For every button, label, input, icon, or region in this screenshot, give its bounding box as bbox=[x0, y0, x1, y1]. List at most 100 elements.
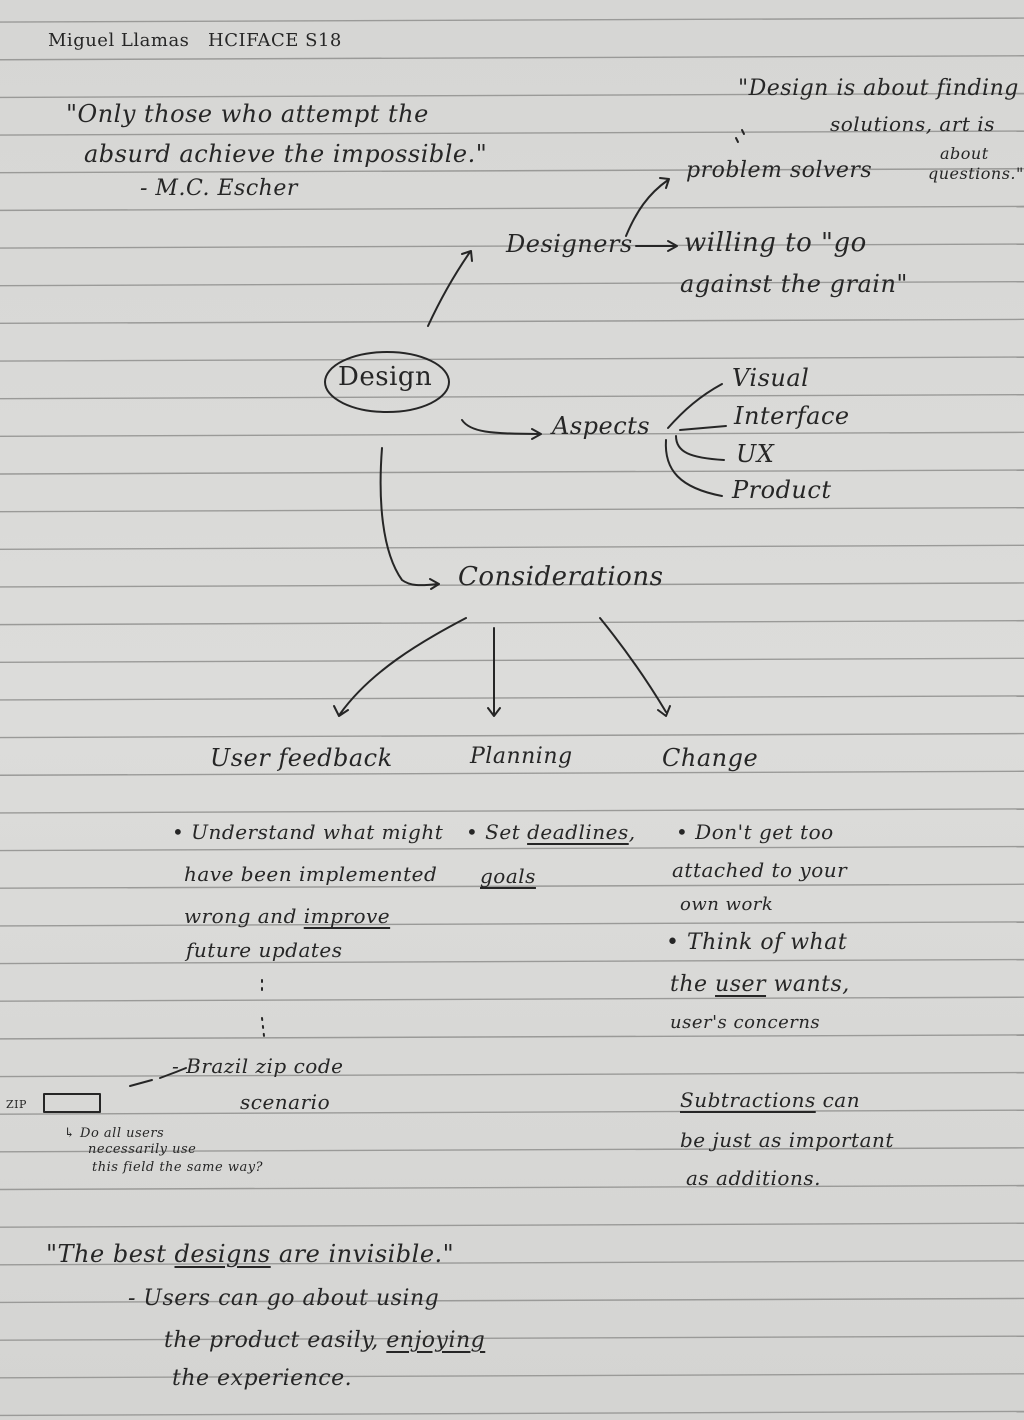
planning-note-line1: • Set deadlines, bbox=[466, 820, 636, 844]
aspect-product: Product bbox=[732, 476, 832, 504]
design-bubble bbox=[324, 351, 450, 413]
designers-trait-against-grain-line1: willing to "go bbox=[684, 228, 867, 258]
invisible-quote-line4: the experience. bbox=[172, 1366, 353, 1391]
zip-dashed-connector bbox=[129, 1067, 187, 1087]
ruled-line bbox=[0, 770, 1024, 776]
ruled-line bbox=[0, 506, 1024, 513]
arrow-design-to-aspects bbox=[461, 419, 542, 440]
ruled-line bbox=[0, 921, 1024, 927]
invisible-quote-line2: - Users can go about using bbox=[128, 1286, 440, 1311]
user-feedback-note-line1: • Understand what might bbox=[172, 820, 444, 844]
user-feedback-title: User feedback bbox=[210, 744, 393, 772]
arrow-design-to-designers bbox=[427, 250, 473, 327]
ruled-line bbox=[0, 695, 1024, 701]
aspects-bracket bbox=[664, 383, 727, 497]
change-note1-line3: own work bbox=[680, 894, 774, 915]
ruled-line bbox=[0, 1109, 1024, 1115]
change-note2-line3: user's concerns bbox=[670, 1012, 821, 1033]
arrow-designers-to-problem-solvers bbox=[625, 177, 670, 237]
ruled-line bbox=[0, 883, 1024, 889]
designers-trait-against-grain-line2: against the grain" bbox=[680, 270, 908, 298]
zip-question-line2: necessarily use bbox=[88, 1142, 197, 1157]
aspect-visual: Visual bbox=[732, 364, 810, 392]
aspects-label: Aspects bbox=[552, 412, 651, 440]
ruled-line bbox=[0, 1297, 1024, 1304]
arrow-to-user-feedback bbox=[333, 617, 467, 717]
ruled-line bbox=[0, 130, 1024, 136]
ruled-line bbox=[0, 205, 1024, 212]
ruled-line bbox=[0, 996, 1024, 1002]
change-note2-line1: • Think of what bbox=[666, 930, 848, 955]
quote-tick-marks bbox=[735, 129, 745, 143]
arrow-designers-to-willing bbox=[635, 240, 678, 252]
arrow-to-change bbox=[599, 617, 671, 717]
ruled-line bbox=[0, 393, 1024, 400]
invisible-quote-line1: "The best designs are invisible." bbox=[46, 1240, 455, 1268]
ruled-line bbox=[0, 657, 1024, 663]
ruled-line bbox=[0, 845, 1024, 852]
ruled-line bbox=[0, 808, 1024, 814]
ruled-line bbox=[0, 356, 1024, 362]
zip-question-line3: this field the same way? bbox=[92, 1160, 264, 1175]
invisible-quote-line3: the product easily, enjoying bbox=[164, 1328, 486, 1353]
ruled-line bbox=[0, 1147, 1024, 1153]
aspect-interface: Interface bbox=[734, 402, 850, 430]
ruled-line bbox=[0, 243, 1024, 249]
ruled-line bbox=[0, 55, 1024, 61]
ruled-line bbox=[0, 582, 1024, 588]
author-name: Miguel Llamas bbox=[48, 30, 190, 51]
ruled-line bbox=[0, 958, 1024, 965]
ruled-line bbox=[0, 619, 1024, 626]
change-note1-line1: • Don't get too bbox=[676, 820, 834, 844]
design-art-quote-line2: solutions, art is bbox=[830, 112, 995, 136]
design-art-quote-line1: "Design is about finding bbox=[738, 76, 1019, 101]
change-title: Change bbox=[662, 744, 759, 772]
user-feedback-note-line4: future updates bbox=[186, 938, 343, 962]
zip-field-box bbox=[43, 1093, 101, 1113]
design-art-quote-line4: questions." bbox=[928, 164, 1024, 183]
zip-question-line1: ↳ Do all users bbox=[64, 1126, 165, 1141]
considerations-label: Considerations bbox=[458, 562, 664, 592]
design-center-label: Design bbox=[338, 362, 433, 392]
ruled-line bbox=[0, 469, 1024, 475]
brazil-zip-line2: scenario bbox=[240, 1090, 331, 1114]
designers-trait-problem-solvers: problem solvers bbox=[686, 158, 873, 183]
zip-field-label: ZIP bbox=[6, 1098, 27, 1111]
ruled-line bbox=[0, 1373, 1024, 1379]
ruled-line bbox=[0, 1034, 1024, 1040]
arrow-design-to-considerations bbox=[379, 447, 440, 590]
user-feedback-note-line2: have been implemented bbox=[184, 862, 438, 886]
ruled-line bbox=[0, 281, 1024, 287]
arrow-to-planning bbox=[487, 627, 501, 717]
ruled-line bbox=[0, 318, 1024, 325]
ruled-line bbox=[0, 17, 1024, 23]
ruled-line bbox=[0, 732, 1024, 739]
subtractions-line2: be just as important bbox=[680, 1128, 894, 1152]
change-note2-line2: the user wants, bbox=[670, 972, 850, 997]
change-note1-line2: attached to your bbox=[672, 858, 848, 882]
dotted-connector bbox=[261, 979, 265, 1037]
planning-title: Planning bbox=[470, 744, 573, 769]
subtractions-line3: as additions. bbox=[686, 1166, 821, 1190]
ruled-line bbox=[0, 1184, 1024, 1191]
escher-quote-line1: "Only those who attempt the bbox=[66, 100, 429, 128]
ruled-line bbox=[0, 1222, 1024, 1228]
user-feedback-note-line3: wrong and improve bbox=[184, 904, 391, 928]
designers-label: Designers bbox=[506, 230, 633, 258]
ruled-line bbox=[0, 168, 1024, 174]
course-code: HCIFACE S18 bbox=[208, 30, 342, 51]
brazil-zip-line1: - Brazil zip code bbox=[172, 1054, 344, 1078]
ruled-line bbox=[0, 1335, 1024, 1341]
escher-quote-line2: absurd achieve the impossible." bbox=[84, 140, 488, 168]
ruled-line bbox=[0, 1260, 1024, 1266]
design-art-quote-line3: about bbox=[940, 144, 989, 163]
ruled-line bbox=[0, 92, 1024, 99]
aspect-ux: UX bbox=[736, 440, 775, 468]
ruled-line bbox=[0, 544, 1024, 551]
escher-attribution: - M.C. Escher bbox=[140, 176, 298, 201]
ruled-line bbox=[0, 1410, 1024, 1417]
planning-note-line2: goals bbox=[480, 864, 536, 888]
subtractions-line1: Subtractions can bbox=[680, 1088, 861, 1112]
